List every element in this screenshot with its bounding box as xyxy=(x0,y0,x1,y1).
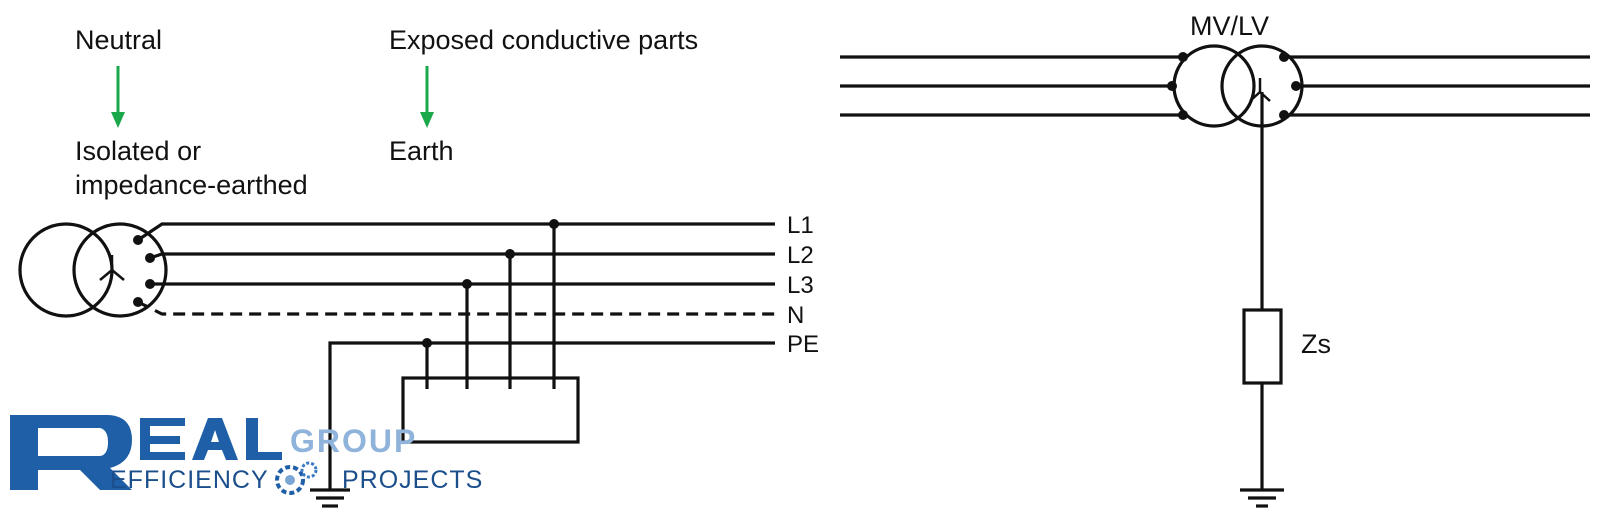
conductor-label-n: N xyxy=(787,302,804,329)
conductor-label-l1: L1 xyxy=(787,212,814,239)
lv-lines xyxy=(1284,55,1590,117)
exposed-arrow-icon xyxy=(420,66,434,128)
conductor-label-pe: PE xyxy=(787,331,819,358)
conductor-n xyxy=(137,300,775,316)
logo-tagline-left: EFFICIENCY xyxy=(110,466,269,494)
logo-tagline-right: PROJECTS xyxy=(342,466,483,494)
neutral-label: Neutral xyxy=(75,25,162,55)
neutral-earth-icon xyxy=(1240,488,1284,508)
load-enclosure xyxy=(401,219,580,444)
pe-earth-icon xyxy=(310,488,350,508)
conductor-l2 xyxy=(149,252,775,260)
gear-icon xyxy=(275,461,318,495)
exposed-result-label: Earth xyxy=(389,136,454,166)
transformer-label: MV/LV xyxy=(1190,11,1269,41)
real-group-logo: GROUP EFFICIENCY PROJECTS xyxy=(10,415,483,495)
conductor-label-l2: L2 xyxy=(787,242,814,269)
neutral-earthing-path xyxy=(1242,92,1283,490)
exposed-parts-label: Exposed conductive parts xyxy=(389,25,698,55)
mv-lv-transformer xyxy=(1167,44,1304,128)
neutral-result-line2: impedance-earthed xyxy=(75,170,308,200)
neutral-arrow-icon xyxy=(111,66,125,128)
neutral-result-line1: Isolated or xyxy=(75,136,201,166)
conductor-label-l3: L3 xyxy=(787,272,814,299)
conductor-pe xyxy=(328,341,775,490)
mv-lines xyxy=(840,55,1183,117)
conductor-l1 xyxy=(137,222,775,242)
logo-group-text: GROUP xyxy=(290,423,417,459)
impedance-label: Zs xyxy=(1301,329,1331,359)
